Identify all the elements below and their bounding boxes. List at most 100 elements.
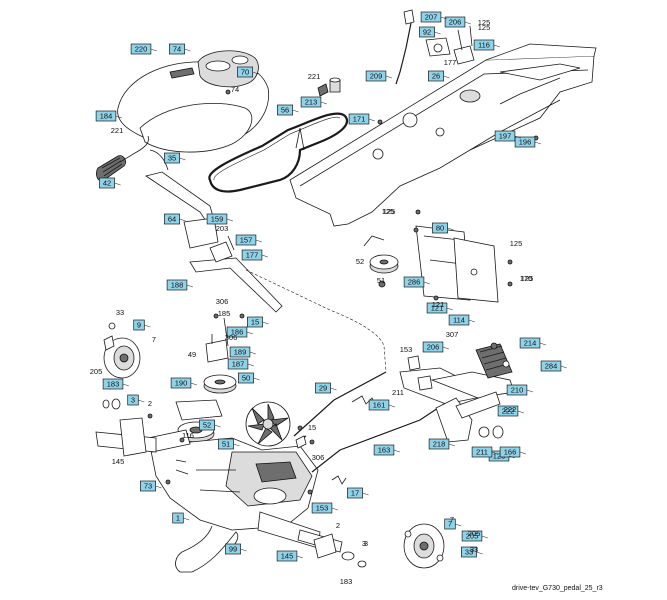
part-number: 159 bbox=[211, 215, 224, 224]
leader-line bbox=[144, 324, 151, 328]
callout-box-bg bbox=[102, 378, 124, 390]
part-number: 213 bbox=[305, 98, 318, 107]
leader-line bbox=[249, 351, 256, 355]
leader-line bbox=[155, 485, 162, 489]
leader-line bbox=[446, 307, 453, 311]
callout-box-bg bbox=[519, 337, 541, 349]
part-callout-box: 73 bbox=[140, 480, 156, 492]
part-number: 64 bbox=[168, 215, 176, 224]
leader-line bbox=[114, 182, 121, 186]
leader-line bbox=[481, 535, 488, 539]
leader-line bbox=[434, 31, 441, 35]
drawing-caption: drive-tev_G730_pedal_25_r3 bbox=[512, 585, 603, 592]
part-callout-box: 163 bbox=[373, 444, 395, 456]
part-callout-box: 99 bbox=[225, 543, 241, 555]
leader-line bbox=[262, 321, 269, 325]
part-number: 196 bbox=[519, 138, 532, 147]
leader-line bbox=[253, 377, 260, 381]
part-callout-box: 51 bbox=[218, 438, 234, 450]
callout-box-bg bbox=[164, 213, 180, 225]
idler-pulley-52 bbox=[363, 235, 399, 288]
leader-line bbox=[320, 101, 327, 105]
callout-box-bg bbox=[164, 152, 180, 164]
part-number-plain: 205 bbox=[90, 367, 103, 376]
callout-box-bg bbox=[140, 480, 156, 492]
leader-line bbox=[233, 443, 240, 447]
part-number-plain: 307 bbox=[446, 330, 459, 339]
leader-line bbox=[179, 218, 186, 222]
part-callout-box: 26 bbox=[428, 70, 444, 82]
leader-line bbox=[442, 346, 449, 350]
part-callout-box: 17 bbox=[347, 487, 363, 499]
part-number-plain: 125 bbox=[478, 23, 491, 32]
leader-line bbox=[508, 455, 515, 459]
leader-line bbox=[184, 48, 191, 52]
part-number: 52 bbox=[203, 421, 211, 430]
part-callout-box: 220 bbox=[130, 43, 152, 55]
transaxle-assembly bbox=[95, 417, 343, 553]
part-number-plain: 49 bbox=[188, 350, 196, 359]
leader-line bbox=[261, 254, 268, 258]
part-number: 206 bbox=[449, 18, 462, 27]
callout-box-bg bbox=[514, 136, 536, 148]
wire-harness-99 bbox=[175, 525, 239, 573]
part-number-plain: 2 bbox=[148, 399, 152, 408]
part-number-plain: 125 bbox=[510, 239, 523, 248]
callout-box-bg bbox=[169, 43, 185, 55]
part-callout-box: 29 bbox=[315, 382, 331, 394]
pedal-assembly bbox=[399, 342, 515, 443]
part-callout-box: 284 bbox=[540, 360, 562, 372]
part-number: 74 bbox=[173, 45, 181, 54]
leader-line bbox=[122, 383, 129, 387]
part-callout-box: 56 bbox=[277, 104, 293, 116]
part-number-plain: 125 bbox=[383, 207, 396, 216]
part-number-plain: 211 bbox=[392, 388, 404, 397]
part-number-plain: 7 bbox=[450, 515, 454, 524]
part-number-plain: 203 bbox=[216, 224, 229, 233]
leader-lines bbox=[114, 16, 567, 559]
part-number: 92 bbox=[423, 28, 431, 37]
part-number: 187 bbox=[232, 360, 245, 369]
callout-box-bg bbox=[225, 543, 241, 555]
part-number-plain: 306 bbox=[312, 453, 325, 462]
part-number: 177 bbox=[246, 251, 259, 260]
control-rods bbox=[293, 371, 451, 485]
leader-line bbox=[476, 551, 483, 555]
leader-line bbox=[491, 451, 498, 455]
part-number: 50 bbox=[242, 374, 250, 383]
part-number: 1 bbox=[176, 514, 180, 523]
leader-line bbox=[534, 141, 541, 145]
leader-line bbox=[393, 449, 400, 453]
part-callout-box: 214 bbox=[519, 337, 541, 349]
leader-line bbox=[183, 517, 190, 521]
part-number-plain: 177 bbox=[444, 58, 457, 67]
part-callout-box: 183 bbox=[102, 378, 124, 390]
part-number: 186 bbox=[231, 328, 244, 337]
part-callout-box: 157 bbox=[235, 234, 257, 246]
part-callout-box: 166 bbox=[499, 446, 521, 458]
part-number-plain: 205 bbox=[468, 529, 481, 538]
leader-line bbox=[443, 75, 450, 79]
leader-line bbox=[526, 389, 533, 393]
part-callout-box: 161 bbox=[368, 399, 390, 411]
part-number-plain: 145 bbox=[112, 457, 125, 466]
part-number-plain: 125 bbox=[382, 207, 395, 216]
part-number-plain: 121 bbox=[432, 300, 445, 309]
leader-line bbox=[455, 523, 462, 527]
leader-line bbox=[190, 382, 197, 386]
part-callout-box: 145 bbox=[276, 550, 298, 562]
leader-line bbox=[447, 227, 454, 231]
part-number: 218 bbox=[433, 440, 446, 449]
part-number-plain: 221 bbox=[308, 72, 321, 81]
part-number: 121 bbox=[431, 304, 444, 313]
part-number-plain: 33 bbox=[116, 308, 124, 317]
part-number: 205 bbox=[466, 532, 479, 541]
lever-35-64 bbox=[145, 149, 219, 249]
leader-line bbox=[252, 71, 259, 75]
part-number: 163 bbox=[378, 446, 391, 455]
part-number: 35 bbox=[168, 154, 176, 163]
part-number: 80 bbox=[436, 224, 444, 233]
leader-line bbox=[331, 507, 338, 511]
